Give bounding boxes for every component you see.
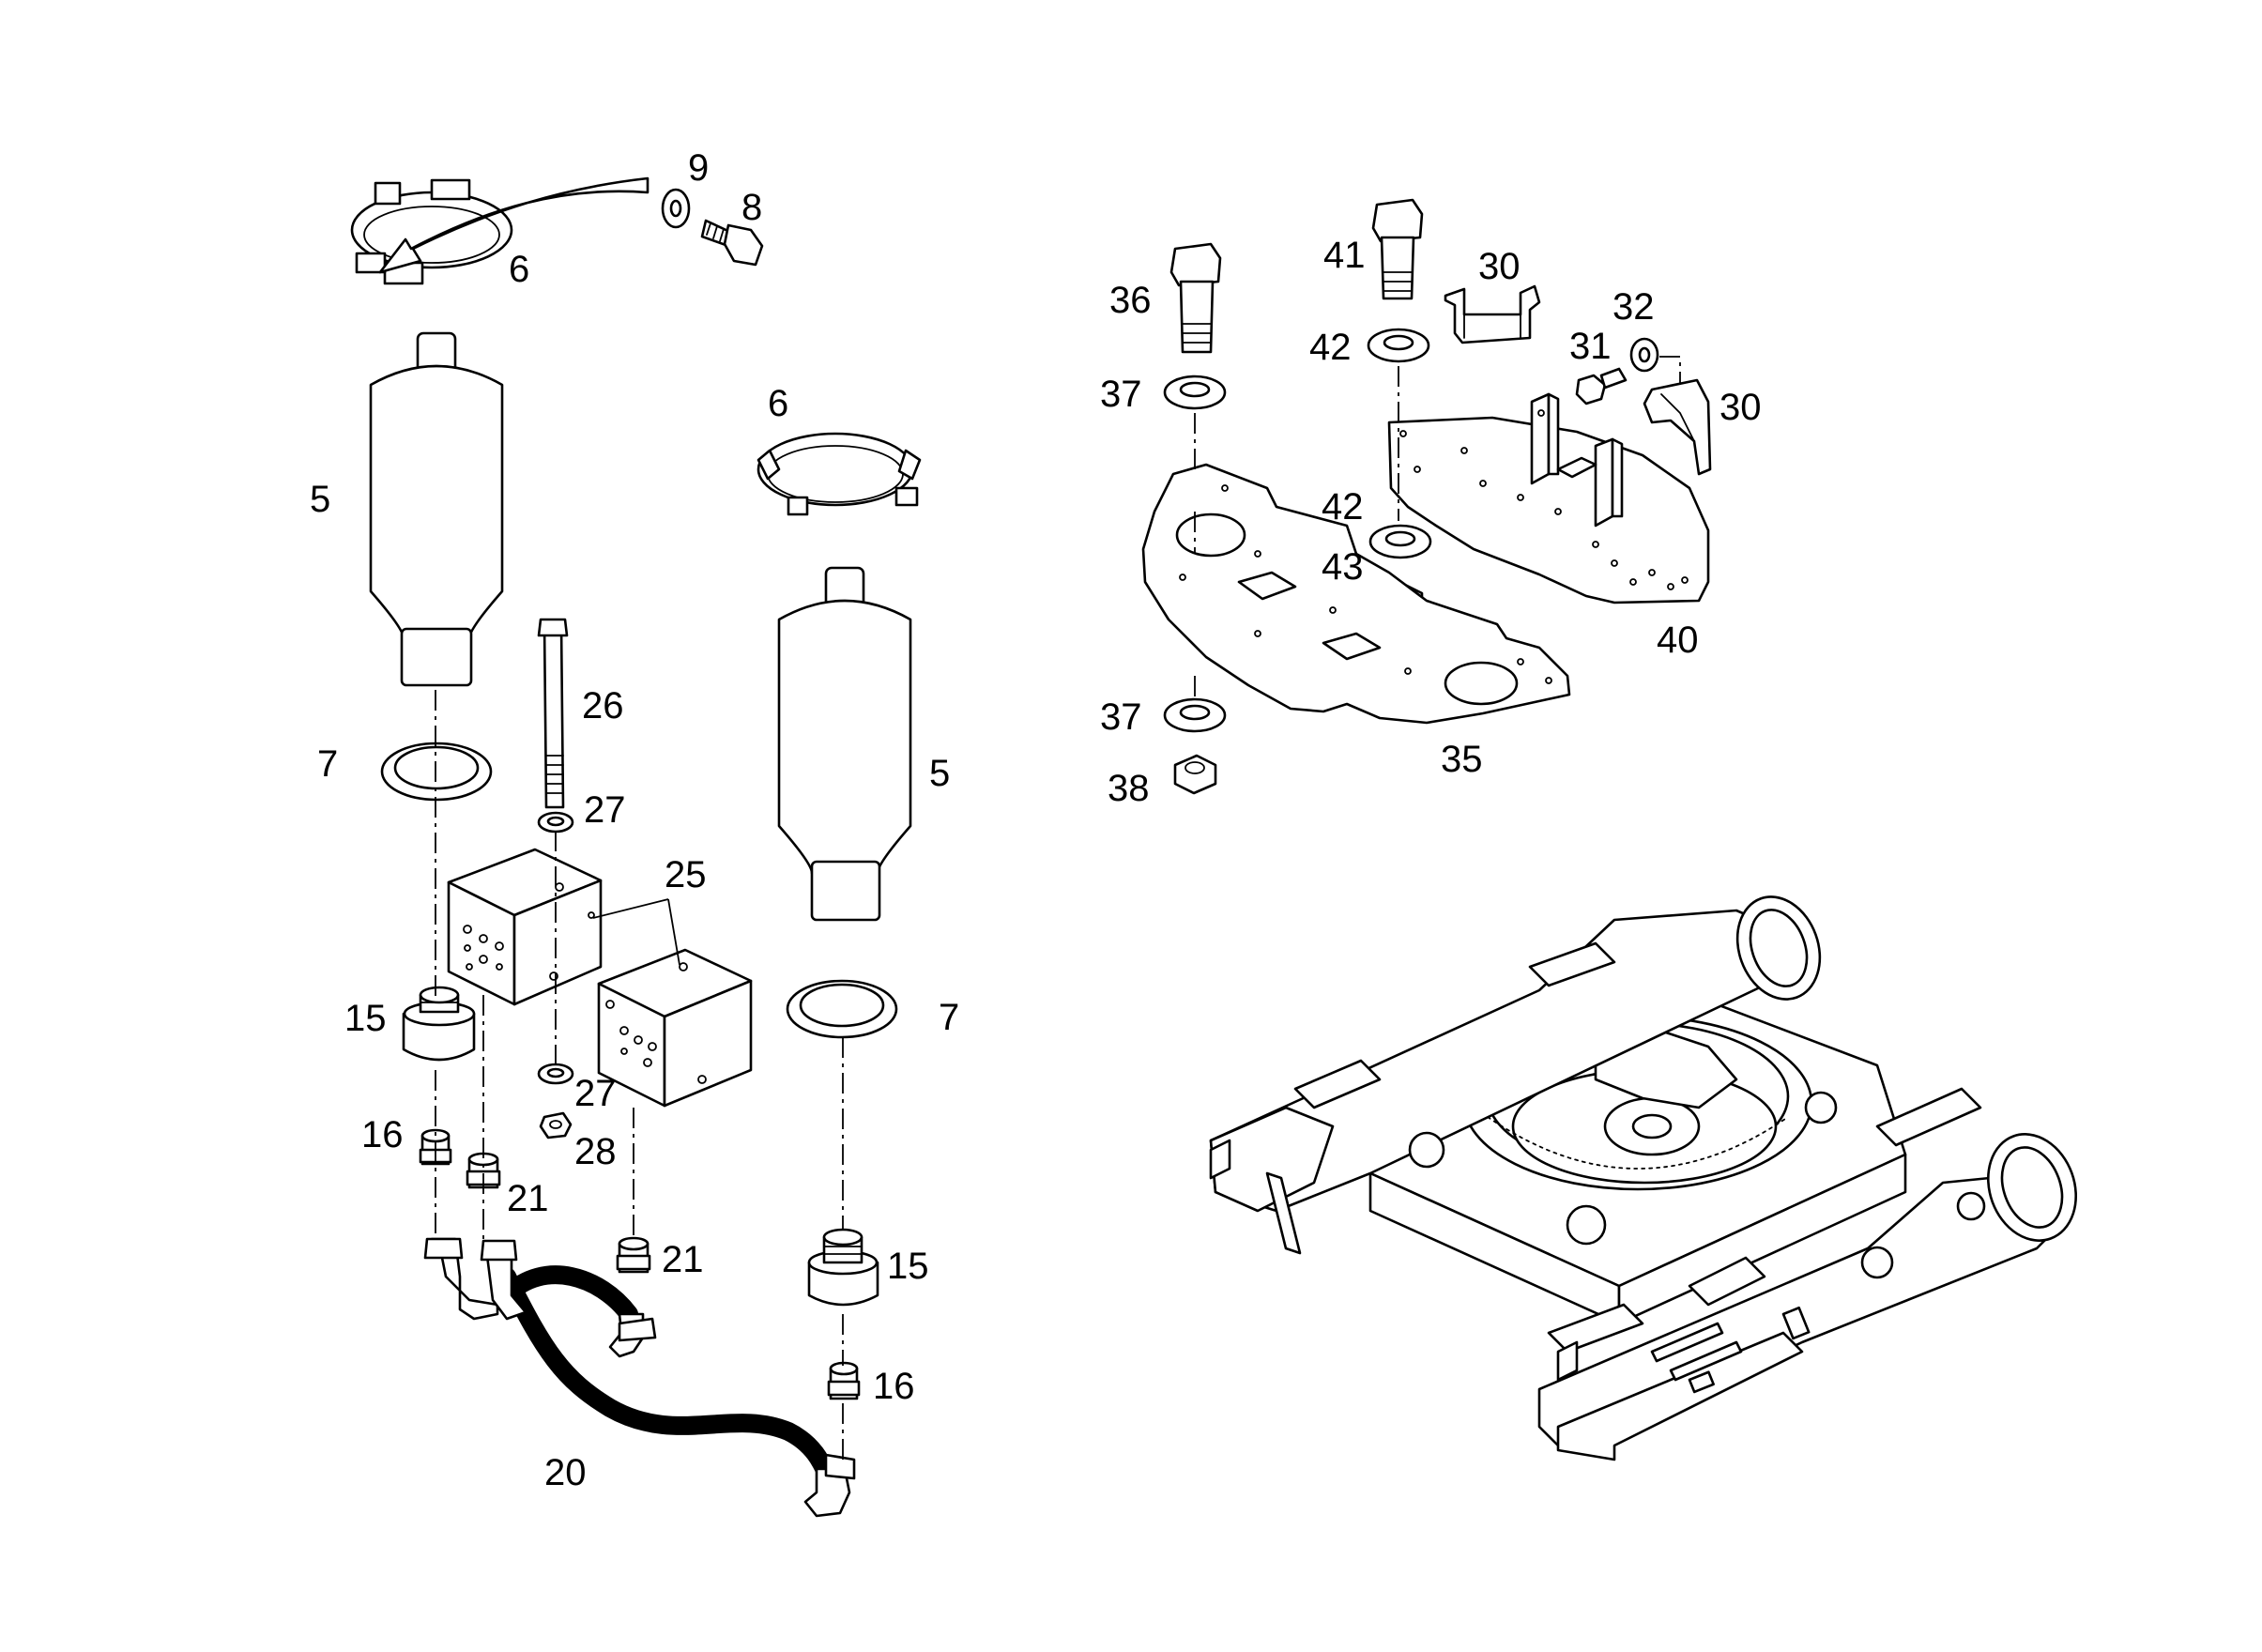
- washer-part-42-upper: [1367, 328, 1430, 363]
- plate-part-40: [1387, 392, 1710, 604]
- fitting-part-16-middle: [827, 1361, 861, 1400]
- valve-block-part-25-upper: [447, 848, 603, 1006]
- label-part-9: 9: [688, 147, 709, 189]
- adapter-part-15-middle: [807, 1228, 879, 1307]
- clamp-part-6-top: [350, 176, 650, 285]
- label-part-36: 36: [1109, 280, 1152, 321]
- label-part-5-middle: 5: [929, 753, 950, 794]
- bracket-part-30-upper: [1444, 284, 1541, 344]
- washer-part-9: [661, 188, 691, 229]
- bracket-part-30-lower: [1643, 378, 1712, 476]
- leader-line: [592, 898, 669, 919]
- fitting-part-21-right: [616, 1236, 651, 1274]
- label-part-7-middle: 7: [939, 997, 959, 1038]
- label-part-27-lower: 27: [574, 1073, 617, 1114]
- label-part-25: 25: [665, 854, 707, 895]
- leader-line: [667, 898, 680, 966]
- bolt-part-31: [1575, 367, 1628, 405]
- hose-assembly-part-20: [423, 1237, 856, 1518]
- label-part-32: 32: [1612, 286, 1655, 328]
- label-part-27-upper: 27: [584, 789, 626, 831]
- nut-part-28: [539, 1111, 573, 1140]
- plate-part-35: [1141, 463, 1571, 725]
- bolt-part-41: [1371, 198, 1424, 300]
- label-part-21-left: 21: [507, 1178, 549, 1219]
- valve-block-part-25-lower: [597, 948, 753, 1108]
- bolt-part-8: [700, 219, 764, 267]
- accumulator-part-5-middle: [777, 566, 912, 922]
- bolt-part-26: [537, 618, 569, 809]
- label-part-37-lower: 37: [1100, 696, 1142, 738]
- washer-part-27-lower: [537, 1063, 574, 1085]
- label-part-31: 31: [1569, 326, 1612, 367]
- label-part-20: 20: [544, 1452, 587, 1493]
- label-part-38: 38: [1108, 768, 1150, 809]
- label-part-35: 35: [1441, 739, 1483, 780]
- label-part-37-upper: 37: [1100, 374, 1142, 415]
- label-part-7-left: 7: [317, 743, 338, 785]
- washer-part-32: [1629, 337, 1659, 373]
- seal-ring-part-7-middle: [786, 979, 898, 1039]
- label-part-16-left: 16: [361, 1114, 404, 1155]
- nut-part-38: [1173, 754, 1217, 795]
- undercarriage-frame-illustration: [1209, 895, 2078, 1461]
- label-part-15-middle: 15: [887, 1246, 929, 1287]
- washer-part-37-lower: [1163, 697, 1227, 733]
- label-part-42-upper: 42: [1309, 327, 1352, 368]
- washer-part-37-upper: [1163, 375, 1227, 410]
- label-part-26: 26: [582, 685, 624, 727]
- accumulator-part-5-left: [369, 331, 504, 687]
- label-part-6-middle: 6: [768, 383, 788, 424]
- label-part-43: 43: [1322, 546, 1364, 588]
- bolt-part-36: [1169, 242, 1222, 354]
- adapter-part-15-left: [402, 986, 476, 1062]
- label-part-41: 41: [1323, 235, 1366, 276]
- label-part-30-lower: 30: [1719, 387, 1762, 428]
- label-part-28: 28: [574, 1131, 617, 1172]
- label-part-8: 8: [741, 187, 762, 228]
- label-part-42-lower: 42: [1322, 486, 1364, 528]
- washer-part-27-upper: [537, 811, 574, 834]
- label-part-6-top: 6: [509, 249, 529, 290]
- label-part-21-right: 21: [662, 1239, 704, 1280]
- label-part-15-left: 15: [344, 998, 387, 1039]
- label-part-16-middle: 16: [873, 1366, 915, 1407]
- label-part-40: 40: [1657, 620, 1699, 661]
- centerline: [1659, 356, 1681, 385]
- label-part-5-left: 5: [310, 479, 330, 520]
- clamp-part-6-middle: [757, 432, 922, 516]
- seal-ring-part-7-left: [380, 742, 493, 802]
- label-part-30-upper: 30: [1478, 246, 1521, 287]
- washer-part-42-lower: [1368, 524, 1432, 559]
